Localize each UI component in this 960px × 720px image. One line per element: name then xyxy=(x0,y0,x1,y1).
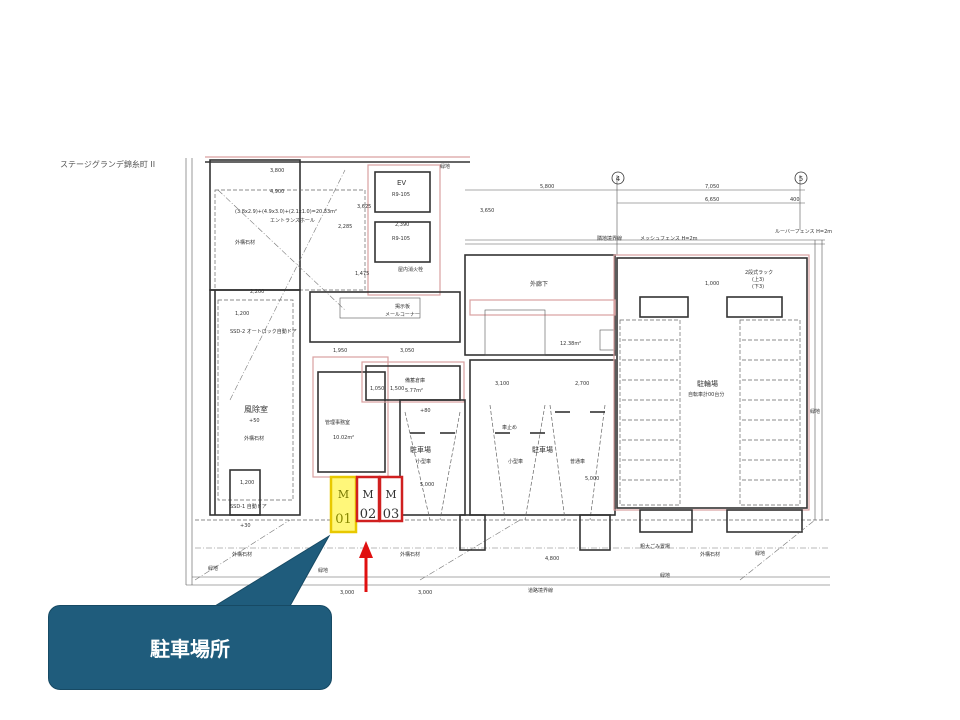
dim: 4,900 xyxy=(270,189,284,195)
label: +80 xyxy=(420,408,431,414)
label: 駐輪場 xyxy=(697,379,718,388)
dim: 1,050 xyxy=(370,386,384,392)
callout-pointer xyxy=(213,534,331,607)
room-labels: エントランスホール (3.8x2.9)+(4.9x3.0)+(2.1x1.0)=… xyxy=(208,163,832,594)
label: 5.77m² xyxy=(405,388,423,394)
label: EV xyxy=(397,179,406,187)
parking-marker-m01[interactable]: M 01 xyxy=(329,475,358,534)
label: 駐車場 xyxy=(532,445,553,454)
dim: 5,000 xyxy=(585,476,599,482)
label: (3.8x2.9)+(4.9x3.0)+(2.1x1.0)=20.33m² xyxy=(235,209,337,215)
dim: 2,390 xyxy=(395,222,409,228)
label: 車止め xyxy=(502,424,517,431)
label: +30 xyxy=(240,523,251,529)
label: 外構石材 xyxy=(235,239,255,246)
dim: 3,650 xyxy=(480,208,494,214)
label: 道路境界線 xyxy=(528,587,553,594)
entry-arrow-icon xyxy=(359,541,373,592)
label: +50 xyxy=(249,418,260,424)
label: ルーバーフェンス H=2m xyxy=(775,229,832,235)
slide-caption: ステージグランデ錦糸町 II xyxy=(60,160,156,169)
marker-letter: M xyxy=(362,488,373,501)
label: 緑地 xyxy=(318,567,328,574)
marker-number: 02 xyxy=(360,507,377,522)
label: メッシュフェンス H=2m xyxy=(640,236,698,242)
label: R9-105 xyxy=(392,192,410,198)
dim: 5,000 xyxy=(420,482,434,488)
dim: 3,000 xyxy=(418,590,432,596)
label: 緑地 xyxy=(660,572,670,579)
dim: 400 xyxy=(790,197,800,203)
label: 掲示板 xyxy=(395,303,410,310)
parking-marker-m02[interactable]: M 02 xyxy=(355,475,381,523)
label: 緑地 xyxy=(208,565,218,572)
label: 風除室 xyxy=(244,404,268,414)
dim: 3,000 xyxy=(340,590,354,596)
label: SSD-2 オートロック自動ドア xyxy=(230,328,297,335)
label: 自転車計00台分 xyxy=(688,391,724,398)
dim: 1,000 xyxy=(705,281,719,287)
axis-label-4: 4 xyxy=(616,175,621,183)
label: メールコーナー xyxy=(385,312,420,318)
dim: 3,100 xyxy=(495,381,509,387)
label: 緑地 xyxy=(810,408,820,415)
label: 10.02m² xyxy=(333,435,354,441)
label: エントランスホール xyxy=(270,218,315,224)
label: 外構石材 xyxy=(232,551,252,558)
label: 粗大ごみ置場 xyxy=(640,543,670,550)
label: 小型車 xyxy=(508,458,523,465)
label: 屋内消火栓 xyxy=(398,266,423,273)
plan-linework xyxy=(185,156,830,586)
label: 緑地 xyxy=(440,163,450,170)
label: 2段式ラック xyxy=(745,269,773,276)
marker-letter: M xyxy=(338,488,349,501)
dim: 6,650 xyxy=(705,197,719,203)
label: 外廊下 xyxy=(530,280,548,288)
label: 外構石材 xyxy=(244,435,264,442)
label: 隣地境界線 xyxy=(597,235,622,242)
dim: 3,800 xyxy=(270,168,284,174)
marker-letter: M xyxy=(385,488,396,501)
dim: 2,285 xyxy=(338,224,352,230)
label: 管理事務室 xyxy=(325,419,350,426)
dim: 2,200 xyxy=(250,289,264,295)
dim: 3,050 xyxy=(400,348,414,354)
dim: 1,950 xyxy=(333,348,347,354)
dim: 7,050 xyxy=(705,184,719,190)
label: (上3) xyxy=(752,276,764,283)
label: SSD-1 自動ドア xyxy=(230,503,267,510)
dim: 2,700 xyxy=(575,381,589,387)
dim: 1,475 xyxy=(355,271,369,277)
label: R9-105 xyxy=(392,236,410,242)
dim: 5,800 xyxy=(540,184,554,190)
marker-number: 01 xyxy=(335,512,352,527)
callout-label: 駐車場所 xyxy=(150,637,230,661)
axis-marker-5 xyxy=(794,171,808,185)
dimension-labels: 5,800 7,050 6,650 400 3,650 3,800 4,900 … xyxy=(235,168,800,596)
dim: 3,625 xyxy=(357,204,371,210)
label: 緑地 xyxy=(755,550,765,557)
label: 外構石材 xyxy=(400,551,420,558)
dim: 1,200 xyxy=(235,311,249,317)
parking-location-callout: 駐車場所 xyxy=(48,605,332,690)
axis-marker-4 xyxy=(611,171,625,185)
label: 備蓄倉庫 xyxy=(405,377,425,384)
label: 駐車場 xyxy=(410,445,431,454)
label: 普通車 xyxy=(570,458,585,465)
parking-marker-m03[interactable]: M 03 xyxy=(378,475,404,523)
dim: 1,200 xyxy=(240,480,254,486)
axis-label-5: 5 xyxy=(799,175,803,183)
dim: 4,800 xyxy=(545,556,559,562)
label: (下3) xyxy=(752,284,764,290)
label: 外構石材 xyxy=(700,551,720,558)
dim: 1,500 xyxy=(390,386,404,392)
label: 小型車 xyxy=(416,458,431,465)
label: 12.38m² xyxy=(560,341,581,347)
marker-number: 03 xyxy=(383,507,400,522)
